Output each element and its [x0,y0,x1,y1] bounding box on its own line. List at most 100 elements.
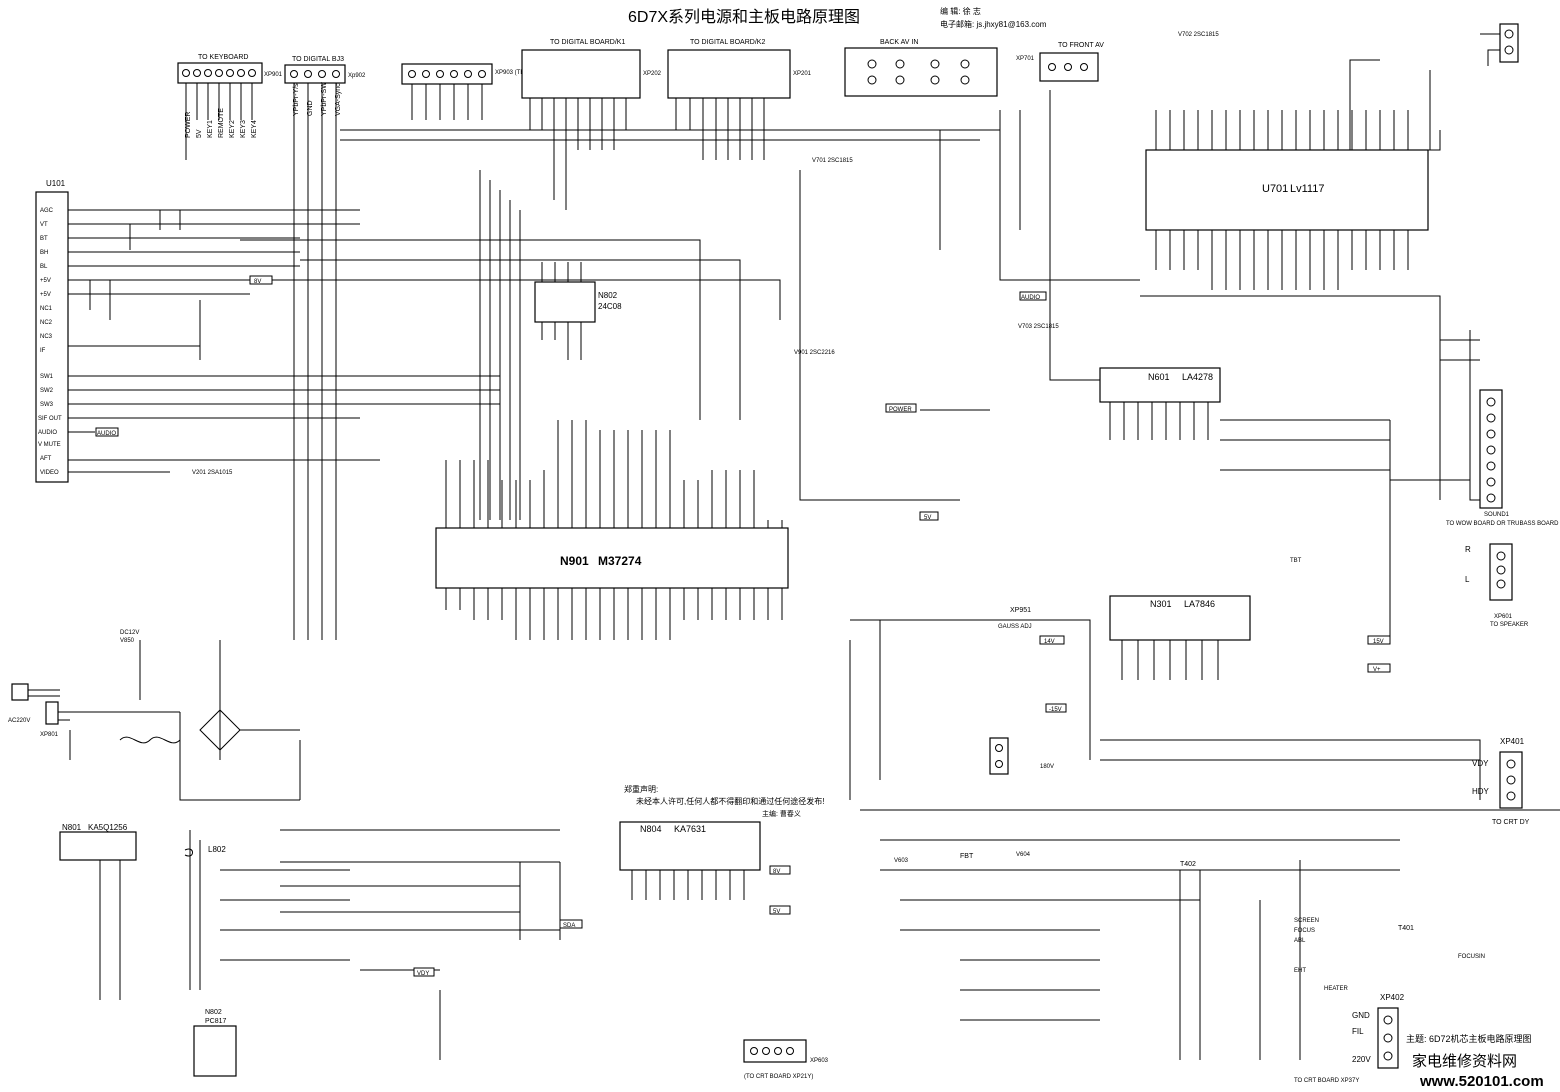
v701-label: V701 2SC1815 [812,158,853,164]
tag-15v: -15V [1049,707,1062,713]
xp401-pin-hdy: HDY [1472,787,1490,796]
n804-regulator: N804 KA7631 [619,821,761,900]
xp202-connector: TO DIGITAL BOARD/K1 XP202 [521,39,662,210]
xp901-pin-5v: 5V [196,129,203,138]
dc12v-label: V850 [120,638,135,644]
tag-screen: FOCUS [1294,928,1315,934]
xp402-pin-220v: 220V [1352,1055,1371,1064]
tag-focus: ABL [1294,938,1306,944]
xp201-connector: TO DIGITAL BOARD/K2 XP201 [667,39,812,160]
u101-pin-bl: BL [40,264,48,270]
n802-part: 24C08 [598,302,622,311]
xp701-caption: BACK AV IN [880,39,918,46]
sound1-label: SOUND1 [1484,512,1510,518]
xp902-label: Xp902 [348,73,366,79]
xp201-caption: TO DIGITAL BOARD/K2 [690,39,765,46]
n802-eeprom: N802 24C08 [534,262,622,360]
xp902-pin-4: VGA-Sync [335,83,342,116]
n301-vertical: N301 LA7846 [1109,595,1251,680]
n804-part: KA7631 [674,824,706,834]
v703-label: V703 2SC1815 [1018,324,1059,330]
tag-dyn-focus: FOCUSIN [1458,954,1485,960]
n802-label: N802 [598,291,618,300]
xp603-connector: XP603 (TO CRT BOARD XP21Y) [743,1039,829,1080]
ral801-label: DC12V [120,630,139,636]
xp401-pin-vdy: VDY [1472,759,1489,768]
tag-8v-b: 8V [773,869,780,875]
v901-label: V901 2SC2216 [794,350,835,356]
tag-eht: SCREEN [1294,918,1319,924]
watermark-url: www.520101.com [1419,1073,1544,1090]
xp202-caption: TO DIGITAL BOARD/K1 [550,39,625,46]
u101-pin-vmute: V MUTE [38,442,61,448]
n301-part: LA7846 [1184,599,1215,609]
u101-pin-audio: AUDIO [38,430,57,436]
u101-pin-nc1: NC1 [40,306,53,312]
u101-tuner: U101 AGC VT BT BH BL +5V +5V NC1 NC2 NC3… [35,179,500,483]
xp901-label: XP901 [264,72,283,78]
xp402-label: XP402 [1380,993,1405,1002]
xp202-label: XP202 [643,71,662,77]
n801-label: N801 [62,823,82,832]
xp601-pin-r: R [1465,545,1471,554]
tag-minus15v: 14V [1044,639,1055,645]
xp951-caption: GAUSS ADJ [998,624,1032,630]
notice-title: 郑重声明: [624,784,658,794]
copyright-notice: 郑重声明: 未经本人许可,任何人都不得翻印和通过任何途径发布! 主编: 曹春义 [624,784,824,818]
xp901-pin-key1: KEY1 [207,120,214,138]
v702-label: V702 2SC1815 [1178,32,1219,38]
xp901-connector: TO KEYBOARD XP901 POWER 5V KEY1 REMOTE K… [177,54,283,160]
u701-label: U701 [1262,183,1288,195]
footer-caption: 主题: 6D72机芯主板电路原理图 [1406,1033,1532,1044]
n301-label: N301 [1150,599,1172,609]
u101-pin-sw2: SW2 [40,388,54,394]
xp401-label: XP401 [1500,737,1525,746]
email-label: 电子邮箱: js.jhxy81@163.com [940,19,1047,29]
xp951-label: XP951 [1010,607,1031,614]
sound1-connector: SOUND1 TO WOW BOARD OR TRUBASS BOARD [1446,389,1559,527]
v403-label: V604 [1016,852,1031,858]
xp601-speaker-connector: R L XP601 TO SPEAKER [1465,543,1529,628]
xp402-heater-connector: XP402 GND FIL 220V TO CRT BOARD XP37Y [1294,993,1405,1084]
xp402-pin-fil: FIL [1352,1027,1364,1036]
u101-pin-agc: AGC [40,208,54,214]
tag-vminus: V+ [1373,667,1381,673]
v402-label: V603 [894,858,909,864]
secondary-rectifiers [280,829,561,1060]
u101-pin-aft: AFT [40,456,52,462]
xp603-caption: (TO CRT BOARD XP21Y) [744,1074,813,1080]
xp401-dy-connector: XP401 VDY HDY TO CRT DY [1472,737,1530,826]
n901-part: M37274 [598,554,642,568]
tag-8v-a: 8V [254,279,261,285]
tag-abl: HEATER [1324,986,1349,992]
xp903-connector: XP903 (TEST) [401,63,534,120]
tbt-label: FBT [960,853,974,860]
v201-label: V201 2SA1015 [192,470,233,476]
tag-power: POWER [889,407,912,413]
xp702-label: XP701 [1016,56,1035,62]
u101-pin-video: VIDEO [40,470,59,476]
tag-14v: SDA [563,923,575,929]
n901-label: N901 [560,554,589,568]
u701-av-switch: U701 Lv1117 [1145,110,1429,290]
u101-pin-sw3: SW3 [40,402,54,408]
xp201-label: XP201 [793,71,812,77]
tag-audio-b: AUDIO [1021,295,1040,301]
xp902-caption: TO DIGITAL BJ3 [292,56,344,63]
n802b-label: N802 [205,1009,222,1016]
xp601-pin-l: L [1465,575,1470,584]
ac220v-label: AC220V [8,718,30,724]
u101-pin-nc2: NC2 [40,320,53,326]
tag-5v: 5V [924,515,931,521]
u101-pin-if: IF [40,348,46,354]
notice-body: 未经本人许可,任何人都不得翻印和通过任何途径发布! [636,796,824,806]
xp901-pin-key4: KEY4 [251,120,258,138]
wow-board-label: TO WOW BOARD OR TRUBASS BOARD [1446,521,1559,527]
xp902-connector: TO DIGITAL BJ3 Xp902 YPbPr-Y/s GND YPbPr… [284,56,366,640]
u101-label: U101 [46,179,66,188]
xp901-caption: TO KEYBOARD [198,54,248,61]
watermark-cn: 家电维修资料网 [1412,1053,1517,1070]
xp902-pin-2: GND [307,100,314,116]
tag-focusin: EHT [1294,968,1306,974]
